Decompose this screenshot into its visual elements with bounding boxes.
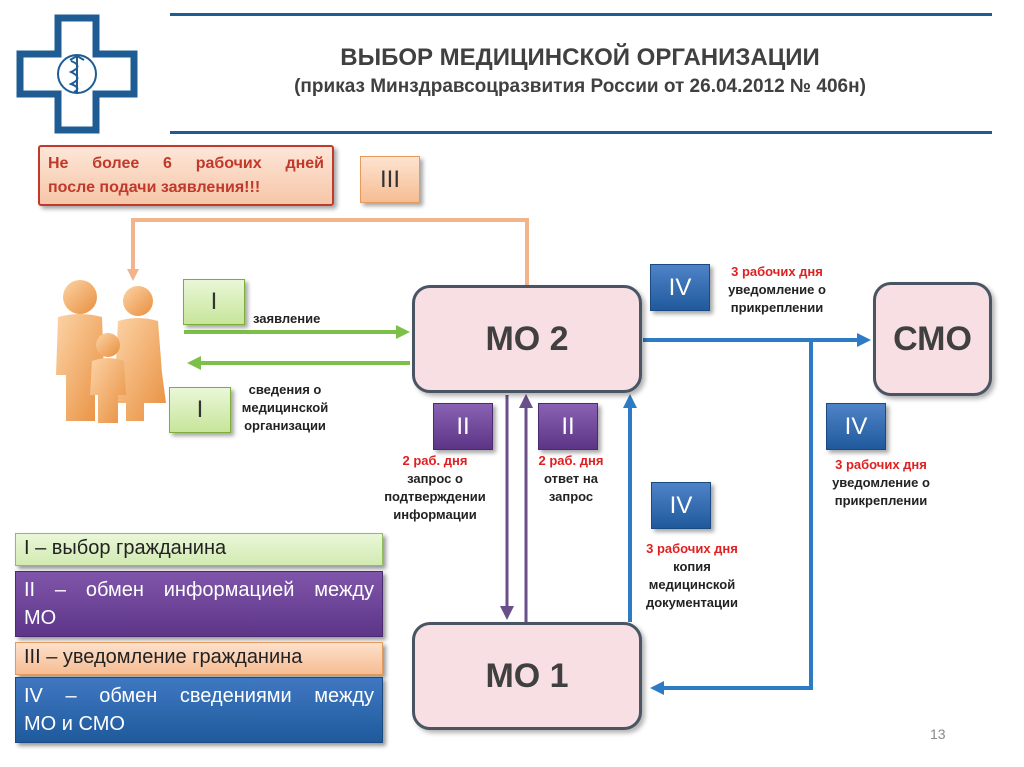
page-number: 13 <box>930 726 946 742</box>
legend-ii: II – обмен информацией между МО <box>15 571 383 637</box>
legend-iv: IV – обмен сведениями между МО и СМО <box>15 677 383 743</box>
arrow-smo-mo1 <box>650 340 813 695</box>
legend-i: I – выбор гражданина <box>15 533 383 566</box>
label-notify-top-line2: прикреплении <box>730 300 824 315</box>
label-notify-top-line1: уведомление о <box>728 282 826 297</box>
label-copy-line3: документации <box>645 595 739 610</box>
node-smo: СМО <box>873 282 992 396</box>
badge-iv-right: IV <box>826 403 886 450</box>
label-copy-line1: копия <box>673 559 711 574</box>
arrow-notification <box>127 218 529 285</box>
header-top-rule <box>170 13 992 16</box>
badge-ii-right: II <box>538 403 598 450</box>
label-answer-line1: ответ на <box>544 471 598 486</box>
label-notify-top-days: 3 рабочих дня <box>731 264 823 279</box>
label-copy: 3 рабочих дня копия медицинской документ… <box>628 540 756 612</box>
legend-iv-line1: IV – обмен сведениями между <box>24 685 374 707</box>
label-answer-days: 2 раб. дня <box>538 453 604 468</box>
label-notify-right-days: 3 рабочих дня <box>835 457 927 472</box>
badge-iv-middle: IV <box>651 482 711 529</box>
header-bottom-rule <box>170 131 992 134</box>
deadline-note: Не более 6 рабочих дней после подачи зая… <box>38 145 334 206</box>
label-request: 2 раб. дня запрос о подтверждении информ… <box>370 452 500 524</box>
legend-ii-line1: II – обмен информацией между <box>24 579 374 601</box>
label-copy-line2: медицинской <box>648 577 736 592</box>
label-copy-days: 3 рабочих дня <box>646 541 738 556</box>
legend-iv-line2: МО и СМО <box>24 713 125 735</box>
node-mo1: МО 1 <box>412 622 642 730</box>
label-org-info-line1: сведения о <box>248 382 322 397</box>
label-notify-top: 3 рабочих дня уведомление о прикреплении <box>712 263 842 317</box>
legend-iii: III – уведомление гражданина <box>15 642 383 675</box>
label-request-days: 2 раб. дня <box>402 453 468 468</box>
badge-i-bottom: I <box>169 387 231 433</box>
label-org-info-line2: медицинской <box>241 400 329 415</box>
label-notify-right: 3 рабочих дня уведомление о прикреплении <box>814 456 948 510</box>
label-notify-right-line2: прикреплении <box>834 493 928 508</box>
label-notify-right-line1: уведомление о <box>832 475 930 490</box>
badge-iii: III <box>360 156 420 203</box>
node-mo2: МО 2 <box>412 285 642 393</box>
label-org-info-line3: организации <box>244 418 326 433</box>
badge-iv-top: IV <box>650 264 710 311</box>
badge-ii-left: II <box>433 403 493 450</box>
badge-i-top: I <box>183 279 245 325</box>
label-request-line3: информации <box>393 507 477 522</box>
legend-ii-line2: МО <box>24 607 57 629</box>
label-answer-line2: запрос <box>548 489 594 504</box>
label-answer: 2 раб. дня ответ на запрос <box>525 452 617 506</box>
deadline-note-line2: после подачи заявления!!! <box>48 179 261 196</box>
page-subtitle: (приказ Минздравсоцразвития России от 26… <box>294 76 866 97</box>
label-request-line2: подтверждении <box>384 489 486 504</box>
deadline-note-line1: Не более 6 рабочих дней <box>48 155 324 172</box>
citizens-family-icon <box>56 280 166 423</box>
label-application: заявление <box>253 311 321 326</box>
page-title: ВЫБОР МЕДИЦИНСКОЙ ОРГАНИЗАЦИИ <box>340 44 820 71</box>
label-request-line1: запрос о <box>407 471 463 486</box>
medical-cross-logo-icon <box>16 14 138 134</box>
label-org-info: сведения о медицинской организации <box>230 381 340 435</box>
